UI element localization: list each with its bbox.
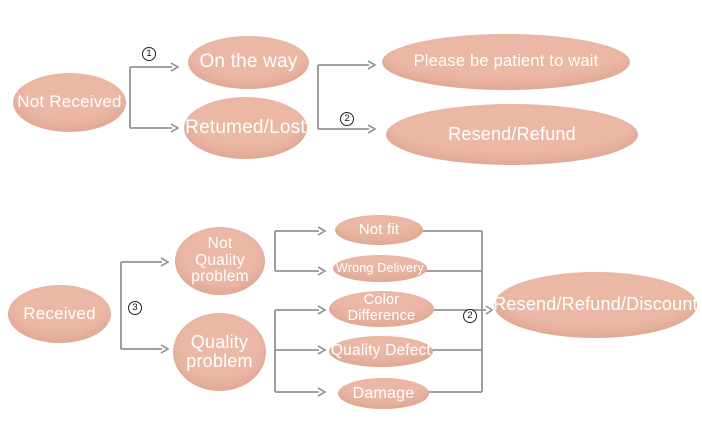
node-on-the-way-label: On the way xyxy=(199,51,298,73)
bracket-top-outcomes xyxy=(317,60,377,134)
node-wrong-delivery-label: Wrong Delivery xyxy=(335,260,424,275)
node-please-wait-label: Please be patient to wait xyxy=(413,52,599,71)
node-please-wait: Please be patient to wait xyxy=(382,34,630,90)
node-quality-problem-label: Quality problem xyxy=(186,331,253,371)
node-quality-defect: Quality Defect xyxy=(329,336,433,367)
node-quality-defect-label: Quality Defect xyxy=(330,342,432,360)
node-returned-lost: Retumed/Lost xyxy=(184,97,307,159)
node-received: Received xyxy=(8,285,111,343)
node-not-fit-label: Not fit xyxy=(358,220,400,238)
bracket-not-quality xyxy=(274,226,327,276)
node-not-received: Not Received xyxy=(13,73,126,132)
node-resend-refund: Resend/Refund xyxy=(386,104,638,165)
node-resend-refund-discount-label: Resend/Refund/Discount xyxy=(493,294,698,315)
node-wrong-delivery: Wrong Delivery xyxy=(333,255,427,282)
bracket-not-received xyxy=(129,62,180,133)
node-damage-label: Damage xyxy=(352,384,415,402)
node-damage: Damage xyxy=(338,378,429,409)
node-resend-refund-label: Resend/Refund xyxy=(448,123,576,144)
step-badge-2-top: 2 xyxy=(340,112,354,126)
node-resend-refund-discount: Resend/Refund/Discount xyxy=(493,272,698,338)
node-received-label: Received xyxy=(23,303,96,323)
node-not-quality-problem-label: Not Quality problem xyxy=(191,234,249,286)
bracket-quality xyxy=(274,305,327,397)
node-color-difference-label: Color Difference xyxy=(347,292,416,324)
node-quality-problem: Quality problem xyxy=(173,313,266,391)
bracket-received xyxy=(120,257,170,354)
node-color-difference: Color Difference xyxy=(329,291,434,327)
node-on-the-way: On the way xyxy=(188,36,309,89)
step-badge-2-bottom: 2 xyxy=(463,309,477,323)
node-not-quality-problem: Not Quality problem xyxy=(175,227,265,295)
node-not-fit: Not fit xyxy=(335,215,423,245)
node-returned-lost-label: Retumed/Lost xyxy=(185,116,306,138)
collector-reasons xyxy=(420,230,494,393)
node-not-received-label: Not Received xyxy=(17,92,122,112)
step-badge-3: 3 xyxy=(128,301,142,315)
step-badge-1: 1 xyxy=(142,47,156,61)
